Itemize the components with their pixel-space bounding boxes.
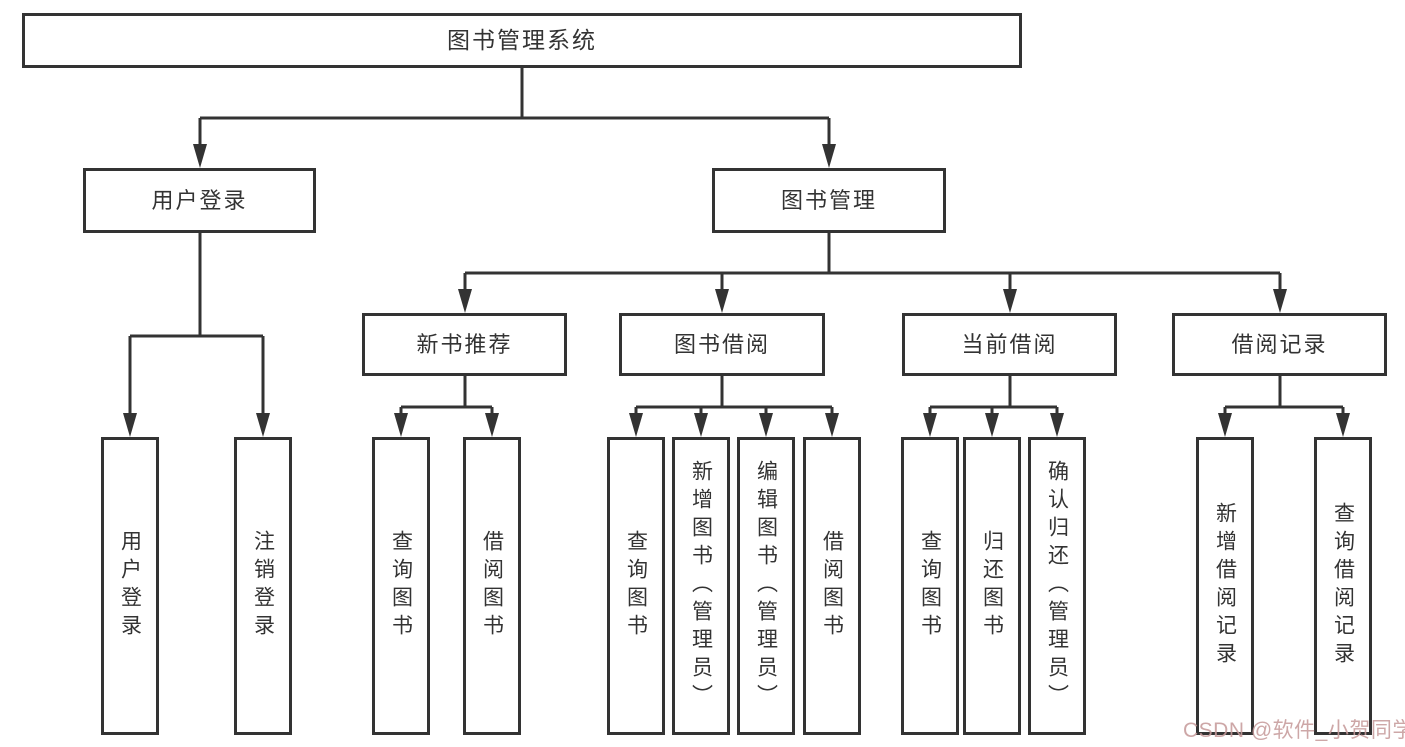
watermark: CSDN @软件_小贺同学	[1183, 719, 1405, 742]
leaf-query-books-current: 查询图书	[901, 437, 959, 735]
leaf-confirm-return-admin: 确认归还（管理员）	[1028, 437, 1086, 735]
leaf-return-books: 归还图书	[963, 437, 1021, 735]
leaf-add-borrow-record: 新增借阅记录	[1196, 437, 1254, 735]
node-book-borrow: 图书借阅	[619, 313, 825, 376]
leaf-edit-books-admin: 编辑图书（管理员）	[737, 437, 795, 735]
node-library-management-system: 图书管理系统	[22, 13, 1022, 68]
node-new-book-recommend: 新书推荐	[362, 313, 567, 376]
leaf-query-borrow-record: 查询借阅记录	[1314, 437, 1372, 735]
node-borrow-record: 借阅记录	[1172, 313, 1387, 376]
leaf-query-books-borrow: 查询图书	[607, 437, 665, 735]
leaf-logout: 注销登录	[234, 437, 292, 735]
node-current-borrow: 当前借阅	[902, 313, 1117, 376]
leaf-borrow-books-recommend: 借阅图书	[463, 437, 521, 735]
node-book-management: 图书管理	[712, 168, 946, 233]
leaf-add-books-admin: 新增图书（管理员）	[672, 437, 730, 735]
node-user-login: 用户登录	[83, 168, 316, 233]
leaf-user-login: 用户登录	[101, 437, 159, 735]
leaf-borrow-books: 借阅图书	[803, 437, 861, 735]
leaf-query-books-recommend: 查询图书	[372, 437, 430, 735]
